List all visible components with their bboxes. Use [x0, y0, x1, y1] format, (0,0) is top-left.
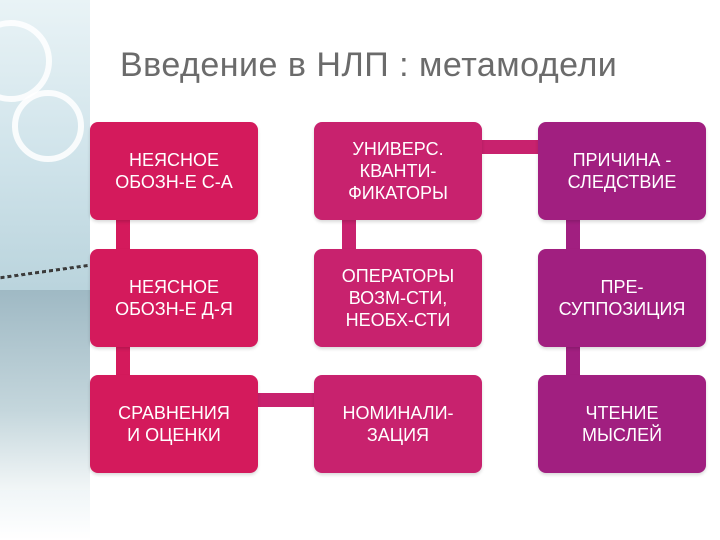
meta-box-comparisons: СРАВНЕНИЯ И ОЦЕНКИ — [90, 375, 258, 473]
meta-box-cause-effect: ПРИЧИНА - СЛЕДСТВИЕ — [538, 122, 706, 220]
slide-title: Введение в НЛП : метамодели — [120, 46, 700, 85]
sea-image — [0, 290, 90, 490]
connector — [480, 140, 538, 154]
ring-decoration — [12, 90, 84, 162]
connector — [566, 346, 580, 376]
connector — [258, 393, 314, 407]
connector — [342, 220, 356, 250]
connector — [566, 220, 580, 250]
connector — [116, 220, 130, 250]
rope-decoration — [0, 264, 90, 279]
meta-box-presupposition: ПРЕ- СУППОЗИЦИЯ — [538, 249, 706, 347]
meta-box-mind-reading: ЧТЕНИЕ МЫСЛЕЙ — [538, 375, 706, 473]
meta-box-modal-operators: ОПЕРАТОРЫ ВОЗМ-СТИ, НЕОБХ-СТИ — [314, 249, 482, 347]
meta-box-vague-noun: НЕЯСНОЕ ОБОЗН-Е С-А — [90, 122, 258, 220]
meta-box-nominalization: НОМИНАЛИ- ЗАЦИЯ — [314, 375, 482, 473]
meta-box-vague-verb: НЕЯСНОЕ ОБОЗН-Е Д-Я — [90, 249, 258, 347]
meta-box-universal-quantifiers: УНИВЕРС. КВАНТИ- ФИКАТОРЫ — [314, 122, 482, 220]
decorative-background-photo — [0, 0, 90, 540]
connector — [116, 346, 130, 376]
